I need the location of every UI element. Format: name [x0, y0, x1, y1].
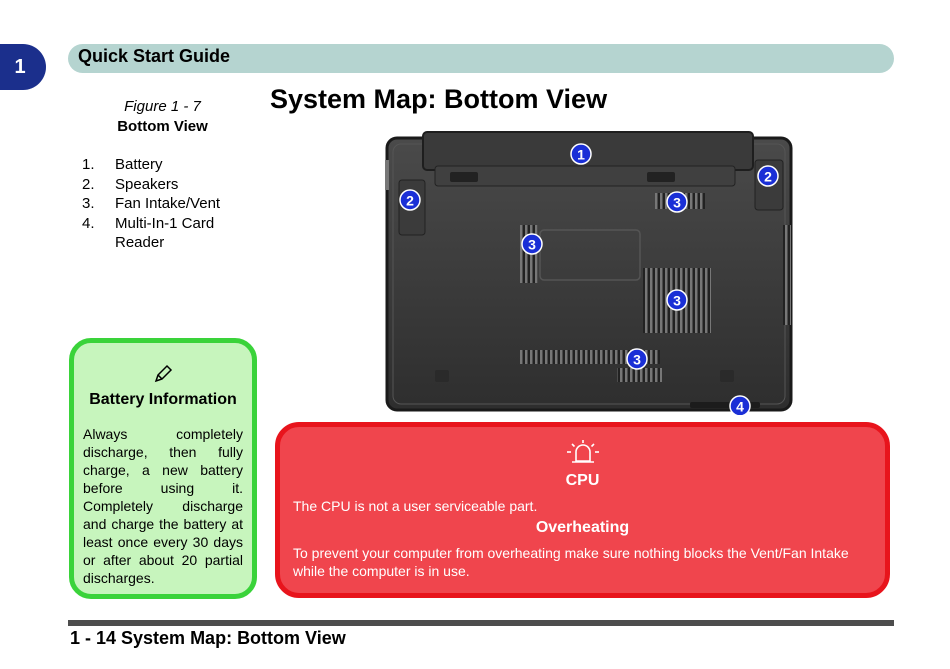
header-bar: Quick Start Guide	[68, 44, 894, 73]
header-title: Quick Start Guide	[78, 46, 231, 66]
legend-number: 3.	[82, 195, 95, 212]
cpu-text: The CPU is not a user serviceable part.	[293, 498, 538, 514]
legend-label: Battery	[115, 156, 163, 173]
legend-item: 4. Multi-In-1 Card Reader	[82, 214, 252, 253]
callout-speaker-right-label: 2	[764, 169, 772, 185]
footer-text: 1 - 14 System Map: Bottom View	[70, 628, 346, 648]
callout-vent-top-label: 3	[673, 195, 681, 211]
callout-vent-bottom: 3	[626, 348, 648, 370]
note-title: Battery Information	[89, 391, 237, 408]
figure-caption: Figure 1 - 7 Bottom View	[70, 97, 255, 137]
pencil-icon	[74, 363, 252, 390]
figure-title: Bottom View	[117, 118, 208, 135]
rubber-foot-right	[720, 370, 734, 382]
footer-rule	[68, 620, 894, 626]
callout-speaker-left: 2	[399, 189, 421, 211]
alarm-icon	[280, 439, 885, 470]
battery-info-note: Battery Information Always completely di…	[69, 338, 257, 599]
legend-item: 3. Fan Intake/Vent	[82, 194, 252, 214]
vent-bottom	[520, 350, 660, 364]
side-port	[385, 160, 389, 190]
overheating-heading: Overheating	[535, 519, 630, 536]
legend-label: Fan Intake/Vent	[115, 195, 221, 212]
vent-bottom-small	[617, 368, 662, 382]
callout-battery: 1	[570, 143, 592, 165]
note-text: Always completely discharge, then fully …	[83, 426, 243, 586]
battery-latch-left	[450, 172, 478, 182]
callout-vent-bottom-label: 3	[633, 352, 641, 368]
legend-list: 1. Battery 2. Speakers 3. Fan Intake/Vent 4…	[82, 155, 252, 253]
callout-vent-right: 3	[666, 289, 688, 311]
chapter-tab: 1	[0, 44, 46, 90]
callout-battery-label: 1	[577, 147, 585, 163]
battery-lower	[434, 165, 736, 187]
legend-number: 4.	[82, 214, 95, 232]
callout-vent-top: 3	[666, 191, 688, 213]
callout-speaker-left-label: 2	[406, 193, 414, 209]
laptop-bottom-view: 1 2 2 3 3 3 3 4	[385, 131, 793, 415]
rubber-foot-left	[435, 370, 449, 382]
callout-card-reader: 4	[729, 395, 751, 415]
overheating-text: To prevent your computer from overheatin…	[293, 545, 849, 579]
callout-card-reader-label: 4	[736, 399, 744, 415]
legend-item: 2. Speakers	[82, 175, 252, 195]
side-grille	[783, 225, 791, 325]
warning-box: CPU The CPU is not a user serviceable pa…	[275, 422, 890, 598]
callout-vent-left: 3	[521, 233, 543, 255]
access-panel	[539, 229, 641, 281]
legend-number: 2.	[82, 175, 95, 193]
page-title: System Map: Bottom View	[270, 84, 608, 114]
callout-vent-left-label: 3	[528, 237, 536, 253]
legend-number: 1.	[82, 156, 95, 173]
legend-label: Multi-In-1 Card Reader	[115, 214, 215, 252]
figure-number: Figure 1 - 7	[124, 98, 201, 115]
callout-vent-right-label: 3	[673, 293, 681, 309]
callout-speaker-right: 2	[757, 165, 779, 187]
legend-item: 1. Battery	[82, 155, 252, 175]
legend-label: Speakers	[115, 175, 179, 193]
battery-latch-right	[647, 172, 675, 182]
cpu-heading: CPU	[565, 472, 600, 489]
